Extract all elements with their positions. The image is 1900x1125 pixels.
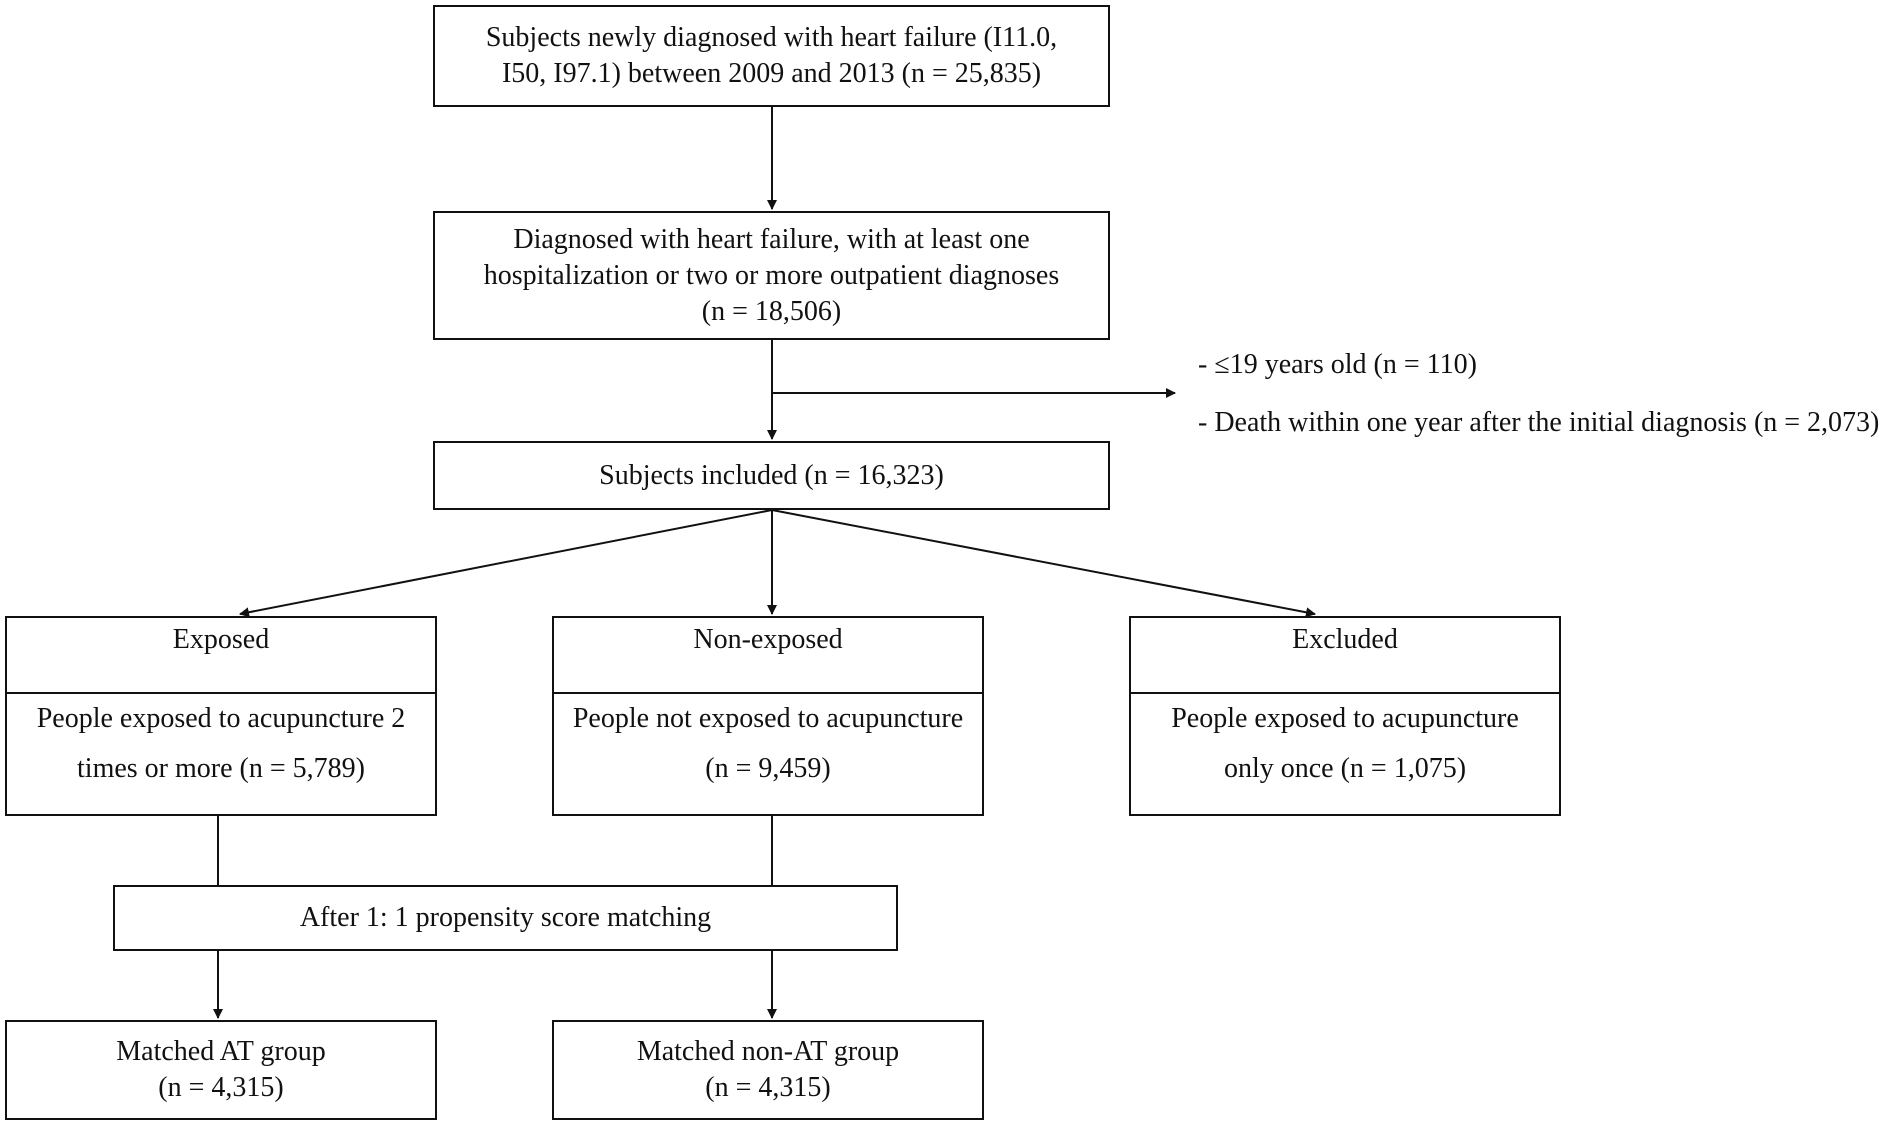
exclusion-death: - Death within one year after the initia… [1198, 407, 1880, 438]
box-matched-at-line2: (n = 4,315) [158, 1072, 284, 1103]
box-diagnosed-line2: hospitalization or two or more outpatien… [483, 259, 1060, 291]
box-exposed-body: People exposed to acupuncture 2 times or… [7, 694, 435, 814]
box-excluded-body: People exposed to acupuncture only once … [1131, 694, 1559, 814]
box-non-exposed-line1: People not exposed to acupuncture [572, 703, 964, 734]
box-matched-non-at-line1: Matched non-AT group [636, 1036, 900, 1067]
box-exposed-header: Exposed [7, 618, 435, 694]
box-matched-non-at-group: Matched non-AT group (n = 4,315) [552, 1020, 984, 1120]
box-diagnosed-heart-failure: Diagnosed with heart failure, with at le… [433, 211, 1110, 340]
box-excluded-header: Excluded [1131, 618, 1559, 694]
box-exposed: Exposed People exposed to acupuncture 2 … [5, 616, 437, 816]
box-newly-diagnosed-line2: I50, I97.1) between 2009 and 2013 (n = 2… [501, 58, 1042, 89]
box-excluded-line2: only once (n = 1,075) [1223, 753, 1467, 784]
box-matched-non-at-line2: (n = 4,315) [705, 1072, 831, 1103]
box-non-exposed: Non-exposed People not exposed to acupun… [552, 616, 984, 816]
box-matched-at-group: Matched AT group (n = 4,315) [5, 1020, 437, 1120]
box-excluded: Excluded People exposed to acupuncture o… [1129, 616, 1561, 816]
box-excluded-line1: People exposed to acupuncture [1171, 703, 1519, 734]
box-propensity-matching: After 1: 1 propensity score matching [113, 885, 898, 951]
exclusion-age: - ≤19 years old (n = 110) [1198, 349, 1477, 380]
box-subjects-included: Subjects included (n = 16,323) [433, 441, 1110, 510]
box-newly-diagnosed-line1: Subjects newly diagnosed with heart fail… [485, 22, 1058, 53]
box-non-exposed-line2: (n = 9,459) [705, 753, 831, 784]
box-diagnosed-line3: (n = 18,506) [701, 295, 842, 327]
box-non-exposed-body: People not exposed to acupuncture (n = 9… [554, 694, 982, 814]
arrow-included-to-excluded [771, 509, 1316, 618]
box-exposed-line1: People exposed to acupuncture 2 [36, 703, 406, 734]
box-diagnosed-line1: Diagnosed with heart failure, with at le… [513, 223, 1030, 255]
box-matching-line1: After 1: 1 propensity score matching [299, 902, 712, 933]
box-exposed-line2: times or more (n = 5,789) [77, 753, 365, 784]
box-included-line1: Subjects included (n = 16,323) [599, 459, 944, 491]
box-non-exposed-header: Non-exposed [554, 618, 982, 694]
arrow-included-to-exposed [239, 509, 773, 618]
box-newly-diagnosed: Subjects newly diagnosed with heart fail… [433, 5, 1110, 107]
box-matched-at-line1: Matched AT group [116, 1036, 326, 1067]
